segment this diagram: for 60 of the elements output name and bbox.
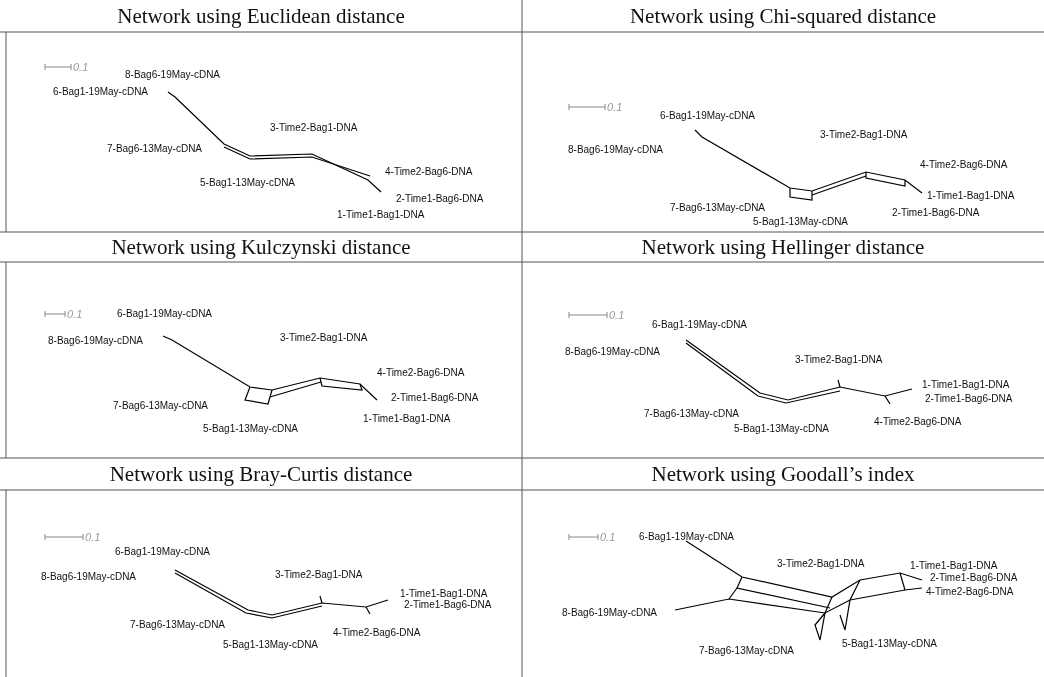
taxon-label: 8-Bag6-19May-cDNA: [48, 335, 144, 347]
taxon-label: 1-Time1-Bag1-DNA: [922, 379, 1010, 391]
taxon-label: 7-Bag6-13May-cDNA: [699, 645, 795, 657]
taxon-label: 8-Bag6-19May-cDNA: [568, 144, 664, 156]
scale-label: 0.1: [607, 101, 623, 113]
scale-label: 0.1: [67, 308, 83, 320]
taxon-label: 8-Bag6-19May-cDNA: [565, 346, 661, 358]
panel-title: Network using Bray-Curtis distance: [108, 461, 414, 488]
scale-label: 0.1: [85, 531, 101, 543]
taxon-label: 8-Bag6-19May-cDNA: [562, 607, 658, 619]
taxon-label: 4-Time2-Bag6-DNA: [377, 367, 465, 379]
panel-title: Network using Kulczynski distance: [110, 234, 412, 261]
taxon-label: 8-Bag6-19May-cDNA: [125, 69, 221, 81]
taxon-label: 5-Bag1-13May-cDNA: [734, 423, 830, 435]
taxon-label: 4-Time2-Bag6-DNA: [874, 416, 962, 428]
taxon-label: 2-Time1-Bag6-DNA: [396, 193, 484, 205]
panel-title: Network using Goodall’s index: [650, 461, 916, 488]
taxon-label: 6-Bag1-19May-cDNA: [53, 86, 149, 98]
taxon-label: 6-Bag1-19May-cDNA: [652, 319, 748, 331]
taxon-label: 6-Bag1-19May-cDNA: [660, 110, 756, 122]
taxon-label: 6-Bag1-19May-cDNA: [115, 546, 211, 558]
taxon-label: 7-Bag6-13May-cDNA: [107, 143, 203, 155]
taxon-label: 4-Time2-Bag6-DNA: [385, 166, 473, 178]
taxon-label: 3-Time2-Bag1-DNA: [270, 122, 358, 134]
scale-label: 0.1: [609, 309, 625, 321]
taxon-label: 1-Time1-Bag1-DNA: [363, 413, 451, 425]
panel-title: Network using Chi-squared distance: [628, 3, 938, 30]
taxon-label: 1-Time1-Bag1-DNA: [927, 190, 1015, 202]
taxon-label: 7-Bag6-13May-cDNA: [644, 408, 740, 420]
taxon-label: 5-Bag1-13May-cDNA: [753, 216, 849, 228]
taxon-label: 7-Bag6-13May-cDNA: [113, 400, 209, 412]
taxon-label: 5-Bag1-13May-cDNA: [223, 639, 319, 651]
taxon-label: 6-Bag1-19May-cDNA: [117, 308, 213, 320]
taxon-label: 2-Time1-Bag6-DNA: [925, 393, 1013, 405]
taxon-label: 3-Time2-Bag1-DNA: [795, 354, 883, 366]
taxon-label: 2-Time1-Bag6-DNA: [892, 207, 980, 219]
taxon-label: 1-Time1-Bag1-DNA: [910, 560, 998, 572]
taxon-label: 5-Bag1-13May-cDNA: [842, 638, 938, 650]
taxon-label: 4-Time2-Bag6-DNA: [333, 627, 421, 639]
taxon-label: 3-Time2-Bag1-DNA: [275, 569, 363, 581]
taxon-label: 8-Bag6-19May-cDNA: [41, 571, 137, 583]
taxon-label: 4-Time2-Bag6-DNA: [920, 159, 1008, 171]
taxon-label: 7-Bag6-13May-cDNA: [670, 202, 766, 214]
panel-title: Network using Hellinger distance: [640, 234, 926, 261]
taxon-label: 2-Time1-Bag6-DNA: [391, 392, 479, 404]
taxon-label: 3-Time2-Bag1-DNA: [280, 332, 368, 344]
panel-title: Network using Euclidean distance: [116, 3, 406, 30]
taxon-label: 7-Bag6-13May-cDNA: [130, 619, 226, 631]
scale-label: 0.1: [600, 531, 616, 543]
scale-label: 0.1: [73, 61, 89, 73]
taxon-label: 5-Bag1-13May-cDNA: [200, 177, 296, 189]
taxon-label: 3-Time2-Bag1-DNA: [820, 129, 908, 141]
taxon-label: 2-Time1-Bag6-DNA: [404, 599, 492, 611]
taxon-label: 1-Time1-Bag1-DNA: [337, 209, 425, 221]
taxon-label: 5-Bag1-13May-cDNA: [203, 423, 299, 435]
taxon-label: 4-Time2-Bag6-DNA: [926, 586, 1014, 598]
taxon-label: 2-Time1-Bag6-DNA: [930, 572, 1018, 584]
taxon-label: 6-Bag1-19May-cDNA: [639, 531, 735, 543]
taxon-label: 3-Time2-Bag1-DNA: [777, 558, 865, 570]
taxon-label: 1-Time1-Bag1-DNA: [400, 588, 488, 600]
